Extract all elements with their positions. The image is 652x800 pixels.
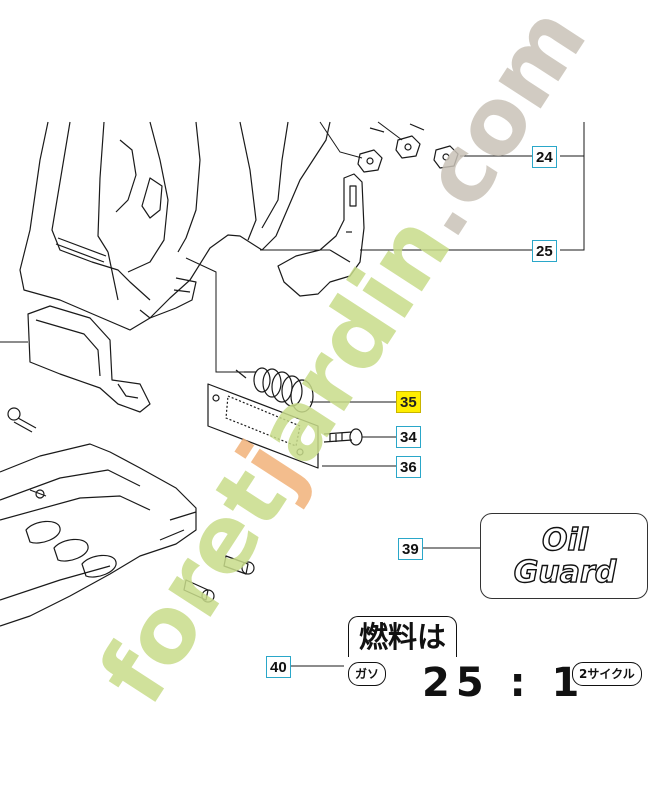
screw-part	[323, 428, 363, 446]
callout-40[interactable]: 40	[266, 656, 291, 678]
nut-parts	[357, 123, 459, 173]
engine-housing-part	[19, 121, 331, 331]
plate-part	[207, 383, 319, 469]
fuel-decal-left-pill: ガソ	[348, 662, 387, 686]
spring-part	[235, 367, 314, 413]
oil-guard-line2: Guard	[513, 555, 617, 590]
screw-parts-lower	[183, 555, 255, 603]
bracket-part	[277, 173, 365, 297]
callout-35[interactable]: 35	[396, 391, 421, 413]
fuel-decal-ratio: 25 : 1	[422, 660, 586, 706]
callout-39[interactable]: 39	[398, 538, 423, 560]
fuel-decal-right-pill: 2サイクル	[572, 662, 642, 686]
callout-36[interactable]: 36	[396, 456, 421, 478]
chassis-part	[0, 443, 197, 627]
callout-25[interactable]: 25	[532, 240, 557, 262]
fuel-decal: 燃料は ガソ 25 : 1 2サイクル	[344, 612, 644, 706]
leader-lines	[0, 121, 585, 667]
oil-guard-line1: Oil	[541, 523, 589, 558]
screw-part-left	[7, 407, 37, 433]
fuel-decal-title: 燃料は	[348, 616, 458, 657]
callout-24[interactable]: 24	[532, 146, 557, 168]
callout-34[interactable]: 34	[396, 426, 421, 448]
oil-guard-decal: Oil Guard	[480, 513, 648, 599]
cover-part	[27, 305, 151, 413]
